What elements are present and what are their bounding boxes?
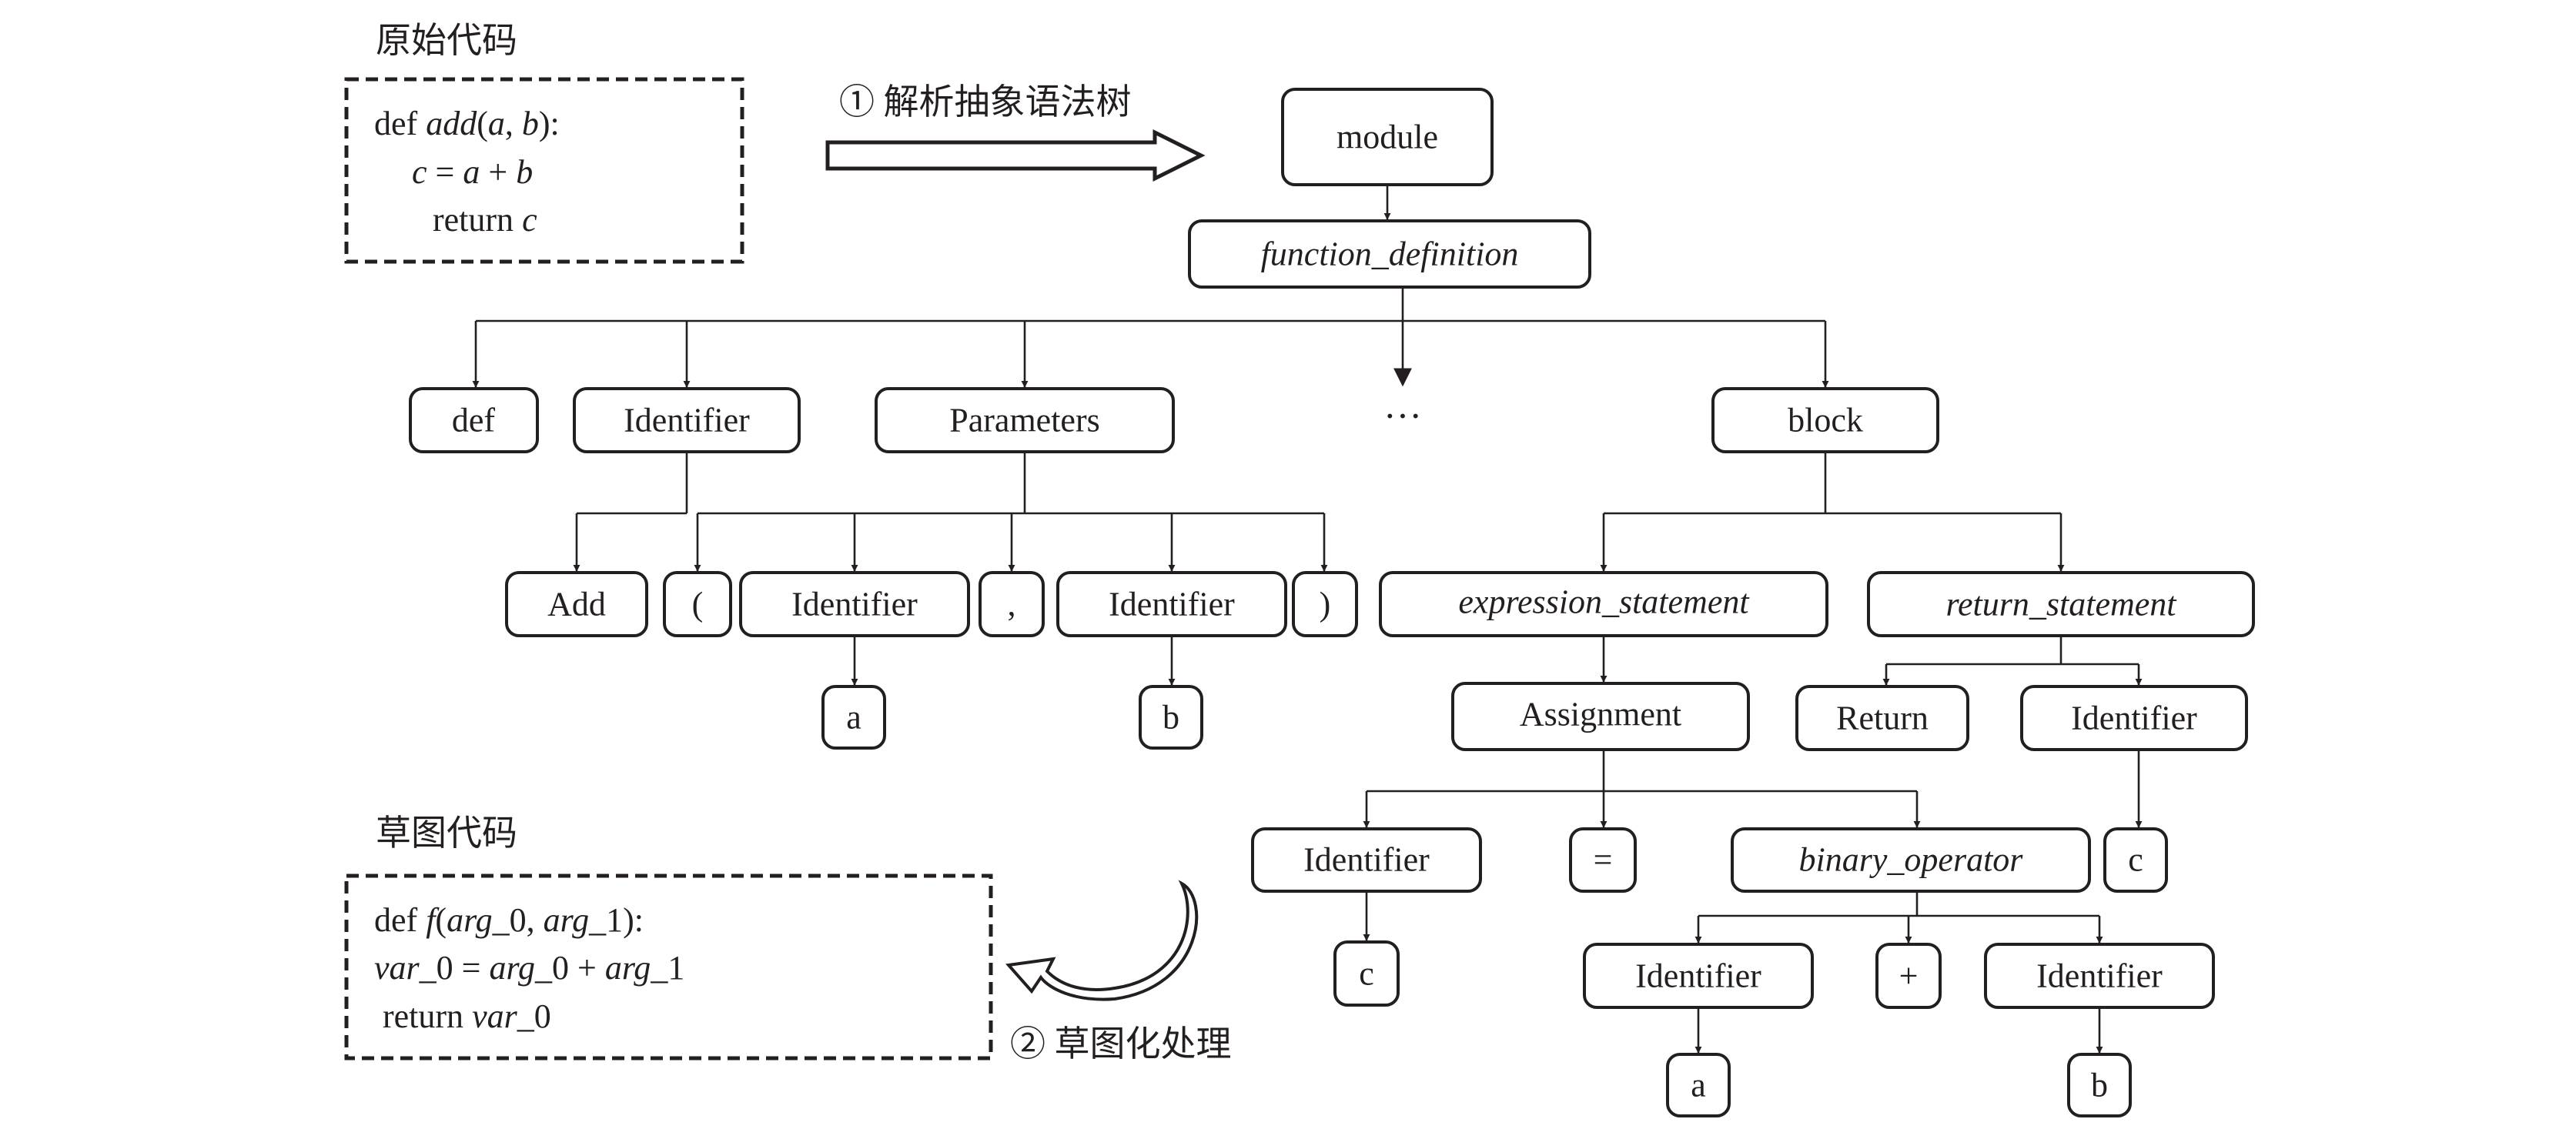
node-def: def bbox=[409, 387, 539, 453]
original-code-line3: return c bbox=[433, 201, 537, 239]
node-b-param: b bbox=[1139, 685, 1203, 750]
node-add: Add bbox=[505, 571, 648, 637]
svg-text:Identifier: Identifier bbox=[1303, 841, 1430, 879]
svg-text:Add: Add bbox=[547, 586, 606, 623]
svg-text:+: + bbox=[1899, 957, 1919, 995]
node-identifier-fn: Identifier bbox=[573, 387, 801, 453]
svg-text:block: block bbox=[1788, 402, 1863, 439]
svg-text:def: def bbox=[452, 402, 496, 439]
svg-text:Identifier: Identifier bbox=[2036, 957, 2163, 995]
node-identifier-param-b: Identifier bbox=[1056, 571, 1287, 637]
step1-label: ① 解析抽象语法树 bbox=[839, 82, 1132, 122]
node-function-definition: function_definition bbox=[1188, 219, 1591, 289]
svg-text:Identifier: Identifier bbox=[624, 402, 750, 439]
sketch-code-caption: 草图代码 bbox=[376, 813, 517, 853]
svg-text:binary_operator: binary_operator bbox=[1799, 841, 2024, 879]
sketch-code-box bbox=[344, 873, 993, 1061]
node-eq: = bbox=[1569, 827, 1637, 893]
node-identifier-left: Identifier bbox=[1583, 943, 1814, 1009]
svg-text:a: a bbox=[846, 699, 861, 737]
original-code-line1: def add(a, b): bbox=[374, 105, 560, 142]
sketch-process-arrow-icon bbox=[1005, 880, 1199, 1001]
node-comma: , bbox=[979, 571, 1045, 637]
svg-text:Assignment: Assignment bbox=[1520, 696, 1681, 733]
node-module: module bbox=[1281, 88, 1494, 186]
sketch-code-line2: var_0 = arg_0 + arg_1 bbox=[374, 949, 684, 987]
node-assignment: Assignment bbox=[1451, 682, 1750, 751]
node-parameters: Parameters bbox=[875, 387, 1175, 453]
svg-text:Parameters: Parameters bbox=[949, 402, 1099, 439]
svg-text:=: = bbox=[1594, 841, 1613, 879]
node-return: Return bbox=[1795, 685, 1969, 751]
svg-text:Identifier: Identifier bbox=[791, 586, 918, 623]
svg-text:return_statement: return_statement bbox=[1946, 586, 2178, 623]
node-a-bottom: a bbox=[1666, 1053, 1731, 1117]
svg-text:b: b bbox=[1163, 699, 1179, 737]
tree-edges bbox=[472, 185, 2143, 1054]
svg-text:c: c bbox=[2128, 841, 2143, 879]
svg-text:a: a bbox=[1691, 1067, 1706, 1104]
node-binary-operator: binary_operator bbox=[1731, 827, 2091, 893]
svg-text:Identifier: Identifier bbox=[1109, 586, 1235, 623]
node-lparen: ( bbox=[663, 571, 732, 637]
svg-text:Identifier: Identifier bbox=[1635, 957, 1761, 995]
original-code-line2: c = a + b bbox=[412, 153, 533, 191]
svg-text:): ) bbox=[1320, 586, 1331, 623]
original-code-box bbox=[344, 77, 744, 264]
svg-text:expression_statement: expression_statement bbox=[1458, 583, 1750, 621]
svg-text:(: ( bbox=[692, 586, 704, 623]
svg-text:module: module bbox=[1337, 119, 1438, 156]
node-plus: + bbox=[1875, 943, 1942, 1009]
svg-text:Return: Return bbox=[1836, 700, 1929, 737]
sketch-code-line3: return var_0 bbox=[383, 997, 551, 1035]
node-rparen: ) bbox=[1292, 571, 1358, 637]
node-identifier-return: Identifier bbox=[2020, 685, 2248, 751]
node-identifier-assign: Identifier bbox=[1251, 827, 1482, 893]
node-c-return: c bbox=[2103, 827, 2168, 893]
step2-label: ② 草图化处理 bbox=[1010, 1024, 1232, 1064]
svg-text:b: b bbox=[2091, 1067, 2108, 1104]
ellipsis: ··· bbox=[1383, 394, 1422, 437]
svg-text:,: , bbox=[1008, 586, 1016, 623]
parse-ast-arrow-icon bbox=[825, 129, 1206, 182]
node-b-bottom: b bbox=[2067, 1053, 2132, 1117]
node-block: block bbox=[1711, 387, 1939, 453]
node-a-param: a bbox=[821, 685, 886, 750]
node-expression-statement: expression_statement bbox=[1379, 571, 1828, 637]
sketch-code-line1: def f(arg_0, arg_1): bbox=[374, 901, 644, 939]
node-return-statement: return_statement bbox=[1867, 571, 2255, 637]
node-c-assign: c bbox=[1333, 940, 1400, 1007]
original-code-caption: 原始代码 bbox=[376, 21, 517, 60]
node-identifier-right: Identifier bbox=[1984, 943, 2215, 1009]
node-identifier-param-a: Identifier bbox=[739, 571, 970, 637]
svg-text:Identifier: Identifier bbox=[2071, 700, 2197, 737]
svg-text:c: c bbox=[1359, 955, 1374, 993]
svg-text:function_definition: function_definition bbox=[1261, 235, 1519, 273]
